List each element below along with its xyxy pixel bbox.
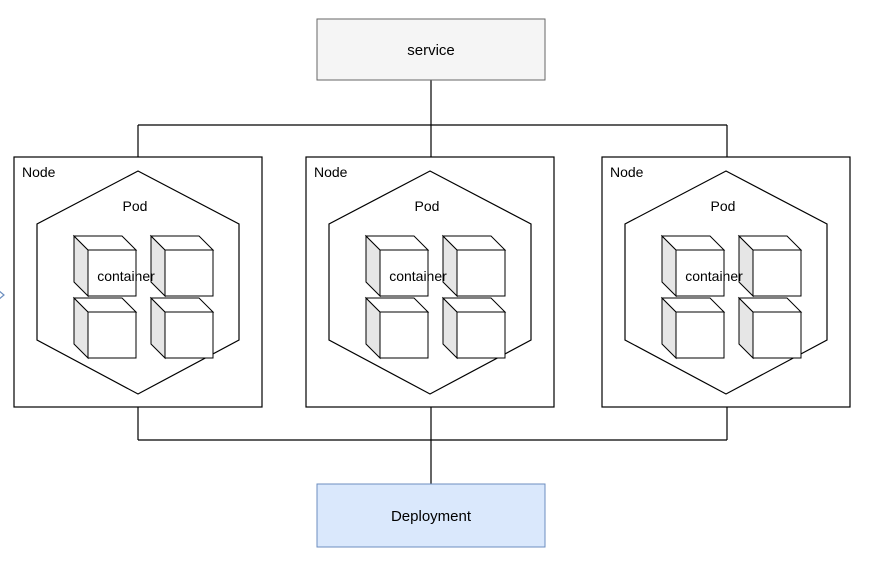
container-cube-3 (72, 296, 138, 360)
container-cube-1 (72, 234, 138, 298)
container-cube-2 (149, 234, 215, 298)
container-label: container (389, 268, 447, 284)
deployment-box-rect (316, 483, 546, 548)
container-cube-4 (441, 296, 507, 360)
container-cube-4-front-face (164, 311, 214, 359)
container-cube-4-front-face (456, 311, 506, 359)
node-label: Node (22, 164, 56, 180)
container-cube-2-front-face (164, 249, 214, 297)
container-cube-2 (441, 234, 507, 298)
left-edge-arrow-icon (0, 290, 5, 300)
container-cube-2-front-face (752, 249, 802, 297)
deployment-box[interactable]: Deployment (316, 483, 546, 548)
container-cube-1 (364, 234, 430, 298)
container-cube-3 (660, 296, 726, 360)
container-cube-4 (149, 296, 215, 360)
container-cube-4-front-face (752, 311, 802, 359)
container-label: container (97, 268, 155, 284)
container-cube-1-front-face (675, 249, 725, 297)
deployment-connectors (134, 395, 731, 484)
service-connectors (134, 80, 731, 169)
container-cube-3-front-face (675, 311, 725, 359)
node-label: Node (314, 164, 348, 180)
container-cube-3 (364, 296, 430, 360)
container-cube-2 (737, 234, 803, 298)
service-label: service (407, 42, 455, 59)
pod-label: Pod (415, 198, 440, 214)
container-cube-3-front-face (87, 311, 137, 359)
container-label: container (685, 268, 743, 284)
container-cube-4 (737, 296, 803, 360)
service-box-rect (316, 18, 546, 81)
deployment-label: Deployment (391, 508, 472, 525)
pod-label: Pod (711, 198, 736, 214)
container-cube-1 (660, 234, 726, 298)
node-label: Node (610, 164, 644, 180)
container-cube-3-front-face (379, 311, 429, 359)
pod-label: Pod (123, 198, 148, 214)
container-cube-2-front-face (456, 249, 506, 297)
container-cube-1-front-face (87, 249, 137, 297)
container-cube-1-front-face (379, 249, 429, 297)
service-box[interactable]: service (316, 18, 546, 81)
